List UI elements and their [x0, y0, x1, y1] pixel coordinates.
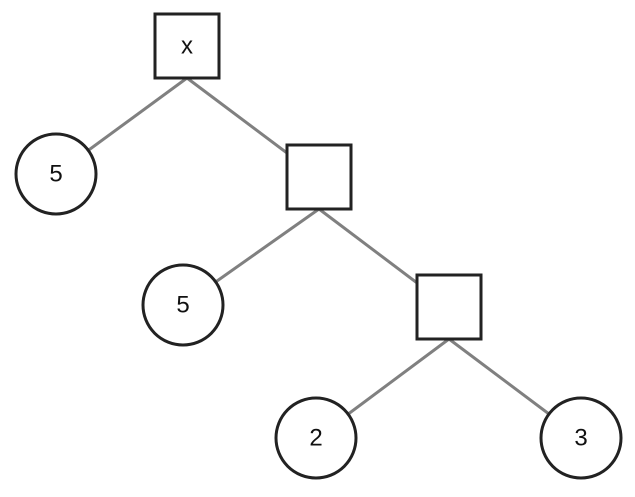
tree-node-n4: 5 — [141, 263, 225, 347]
node-layer: x 5 5 2 3 — [14, 12, 623, 480]
tree-node-n2: 5 — [14, 132, 98, 216]
tree-node-n3 — [285, 143, 353, 211]
circle-node-shape — [14, 132, 98, 216]
tree-node-n6: 2 — [274, 396, 358, 480]
node-label: 3 — [574, 425, 587, 452]
circle-node-shape — [141, 263, 225, 347]
circle-node-shape — [274, 396, 358, 480]
square-node-shape — [415, 273, 483, 341]
square-node-shape — [153, 12, 221, 80]
tree-node-n5 — [415, 273, 483, 341]
tree-node-n7: 3 — [539, 396, 623, 480]
tree-node-n1: x — [153, 12, 221, 80]
node-label: x — [181, 33, 193, 60]
edge-layer — [55, 76, 582, 440]
node-label: 2 — [309, 425, 322, 452]
square-node-shape — [285, 143, 353, 211]
node-label: 5 — [176, 292, 189, 319]
node-label: 5 — [49, 161, 62, 188]
circle-node-shape — [539, 396, 623, 480]
